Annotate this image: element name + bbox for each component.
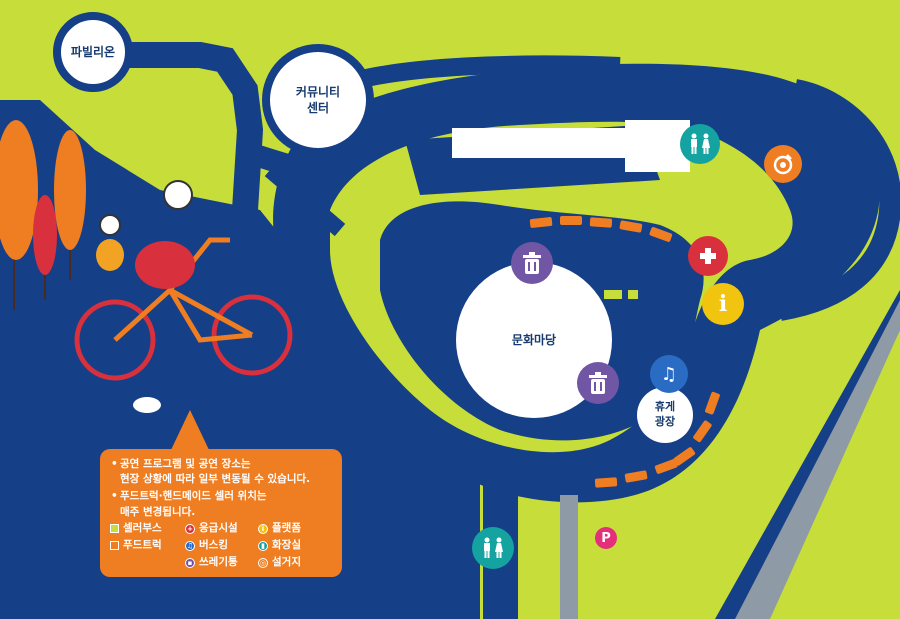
food-truck-swatch <box>110 541 119 551</box>
right-road <box>715 290 900 619</box>
right-road-gray <box>735 300 900 619</box>
legend-emergency: + 응급시설 <box>185 521 238 536</box>
restroom-icon[interactable] <box>472 527 514 569</box>
first-aid-icon[interactable] <box>688 236 728 276</box>
food-truck-markers <box>529 216 720 488</box>
notice-list: 공연 프로그램 및 공연 장소는 현장 상황에 따라 일부 변동될 수 있습니다… <box>110 457 332 520</box>
culture-circle <box>456 262 612 418</box>
trash-icon[interactable] <box>577 362 619 404</box>
seller-booth-swatch <box>110 524 119 534</box>
first-aid-icon: + <box>185 523 195 534</box>
dish-return-icon: ◎ <box>258 557 268 568</box>
place-label-pavilion: 파빌리온 <box>70 44 116 59</box>
notice-box: 공연 프로그램 및 공연 장소는 현장 상황에 따라 일부 변동될 수 있습니다… <box>100 449 342 577</box>
music-notes-icon[interactable]: ♫ <box>650 355 688 393</box>
legend-dish-return: ◎ 설거지 <box>258 556 301 568</box>
legend-trash: ▪ 쓰레기통 <box>185 555 238 570</box>
trash-icon: ▪ <box>185 557 195 568</box>
place-label-rest-plaza: 휴게 광장 <box>654 400 676 428</box>
info-label: i <box>718 291 728 317</box>
notice-item: 푸드트럭·핸드메이드 셀러 위치는 매주 변경됩니다. <box>111 489 332 519</box>
parking-icon[interactable]: P <box>595 527 617 549</box>
right-loop <box>778 79 900 321</box>
trees <box>0 120 86 310</box>
notice-item: 공연 프로그램 및 공연 장소는 현장 상황에 따라 일부 변동될 수 있습니다… <box>111 457 332 487</box>
parking-label: P <box>601 530 611 546</box>
dish-return-icon[interactable] <box>764 145 802 183</box>
info-icon[interactable]: i <box>702 283 744 325</box>
restroom-icon: ▮ <box>258 540 268 551</box>
restroom-icon[interactable] <box>680 124 720 164</box>
seller-booth-markers <box>604 290 638 299</box>
rest-circle <box>637 387 693 443</box>
music-notes-icon: ♫ <box>185 540 195 551</box>
left-cross-road <box>242 163 346 348</box>
place-label-community-center: 커뮤니티 센터 <box>295 84 341 115</box>
callout-pointer <box>170 410 210 452</box>
place-label-culture-plaza: 문화마당 <box>511 332 557 347</box>
stage-bar <box>452 120 690 172</box>
bicycle-illustration <box>74 180 293 413</box>
bottom-gray-road <box>560 495 578 619</box>
info-icon: i <box>258 523 268 534</box>
legend-food-truck: 푸드트럭 <box>110 538 162 553</box>
trash-icon[interactable] <box>511 242 553 284</box>
legend-platform: i 플랫폼 <box>258 521 301 536</box>
pavilion-circle <box>53 12 133 92</box>
legend-restroom: ▮ 화장실 <box>258 538 301 553</box>
community-circle <box>262 44 374 156</box>
legend-busking: ♫ 버스킹 <box>185 539 228 551</box>
legend-seller-booth: 셀러부스 <box>110 521 162 536</box>
